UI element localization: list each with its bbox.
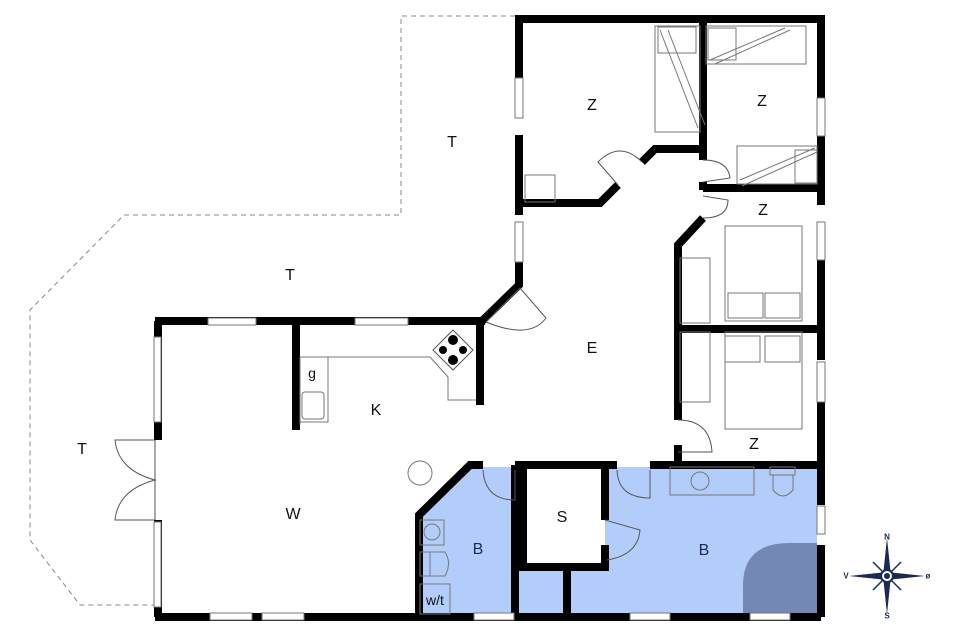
room-label-storage: S <box>556 509 568 526</box>
room-label-kitchen: K <box>370 402 382 419</box>
room-label-bedroom: Z <box>749 436 759 453</box>
compass-south: S <box>884 611 890 621</box>
room-label-hall: E <box>586 340 598 357</box>
room-label-terrace: T <box>447 134 457 151</box>
compass-north: N <box>884 532 890 542</box>
appliance-label-washer: w/t <box>426 592 444 608</box>
compass-icon <box>849 538 925 614</box>
compass-west: V <box>843 571 849 581</box>
shower-area <box>743 543 817 613</box>
appliance-label-dishwasher: g <box>308 365 316 381</box>
terrace-outline <box>29 15 515 606</box>
room-label-bedroom: Z <box>587 97 597 114</box>
furniture <box>299 25 818 615</box>
windows <box>153 77 826 621</box>
compass-east: ø <box>925 571 931 581</box>
room-label-bathroom: B <box>472 541 484 558</box>
room-label-bathroom: B <box>698 542 710 559</box>
room-label-terrace: T <box>77 441 87 458</box>
room-label-bedroom: Z <box>758 202 768 219</box>
doors <box>114 150 731 561</box>
room-label-bedroom: Z <box>757 93 767 110</box>
stove-icon <box>432 329 474 371</box>
room-label-living: W <box>285 506 301 523</box>
room-label-terrace: T <box>285 267 295 284</box>
bathroom-fills <box>420 467 817 613</box>
